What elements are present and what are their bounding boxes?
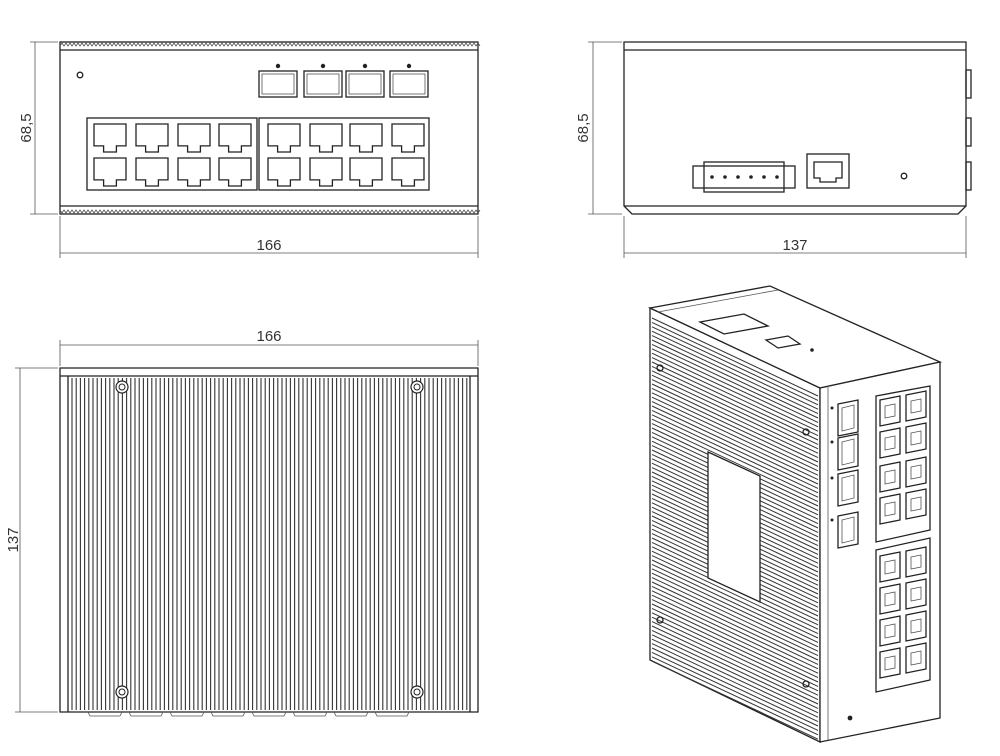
iso-rj45-port (879, 615, 901, 647)
side-width-dimension: 137 (782, 237, 807, 254)
rj45-port (93, 123, 127, 153)
console-port (806, 153, 850, 189)
rj45-port (309, 157, 343, 187)
top-view-body (59, 367, 479, 713)
sfp-port (345, 70, 385, 98)
iso-rj45-port (905, 642, 927, 674)
front-width-dimension: 166 (256, 237, 281, 254)
top-width-dimension: 166 (256, 328, 281, 345)
screw-group (115, 380, 424, 699)
rj45-port (177, 157, 211, 187)
rj45-port (218, 123, 252, 153)
iso-rj45-port (879, 493, 901, 525)
rj45-port (218, 157, 252, 187)
led-indicator (76, 71, 84, 79)
sfp-port (303, 70, 343, 98)
iso-rj45-port (879, 427, 901, 459)
sfp-port (258, 70, 298, 98)
side-height-dimension: 68,5 (575, 113, 592, 142)
isometric-view (647, 285, 943, 744)
iso-rj45-ports (875, 385, 931, 693)
rj45-port (135, 157, 169, 187)
rj45-block-right (258, 117, 430, 191)
sfp-port-group (258, 63, 429, 98)
iso-rj45-port (879, 551, 901, 583)
top-depth-dimension: 137 (5, 527, 22, 552)
front-view-body (59, 41, 479, 215)
sfp-port (389, 70, 429, 98)
rj45-port (349, 123, 383, 153)
front-bottom-rail (59, 209, 481, 214)
iso-rj45-port (879, 395, 901, 427)
iso-rj45-port (905, 456, 927, 488)
iso-rj45-port (879, 583, 901, 615)
iso-rj45-port (905, 610, 927, 642)
iso-sfp-port (837, 399, 859, 437)
iso-terminal-block (697, 313, 771, 335)
top-view: 166 137 (5, 328, 479, 717)
rj45-port (93, 157, 127, 187)
rj45-port (177, 123, 211, 153)
ground-point (900, 172, 908, 180)
iso-sfp-ports (830, 399, 859, 549)
iso-rj45-port (879, 647, 901, 679)
side-view: 137 68,5 (575, 41, 972, 258)
iso-console-port (764, 335, 802, 349)
iso-sfp-port (837, 433, 859, 471)
rj45-port (267, 157, 301, 187)
iso-rj45-port (905, 488, 927, 520)
rj45-port (349, 157, 383, 187)
iso-sfp-port (837, 469, 859, 507)
front-top-rail (59, 42, 481, 47)
rj45-block-left (86, 117, 258, 191)
iso-rj45-port (905, 390, 927, 422)
iso-rj45-port (905, 546, 927, 578)
rj45-port (391, 123, 425, 153)
power-terminal-block (692, 165, 796, 189)
heatsink-fins (71, 378, 468, 710)
iso-rj45-port (905, 422, 927, 454)
rj45-port (309, 123, 343, 153)
iso-sfp-port (837, 511, 859, 549)
iso-label-window (707, 450, 761, 604)
rj45-port (391, 157, 425, 187)
iso-rj45-port (905, 578, 927, 610)
rj45-port-group (93, 123, 425, 187)
iso-front-face (819, 361, 941, 743)
iso-rj45-port (879, 461, 901, 493)
front-view: 166 68,5 (18, 41, 481, 258)
rj45-port (267, 123, 301, 153)
rj45-port (135, 123, 169, 153)
front-height-dimension: 68,5 (18, 113, 35, 142)
